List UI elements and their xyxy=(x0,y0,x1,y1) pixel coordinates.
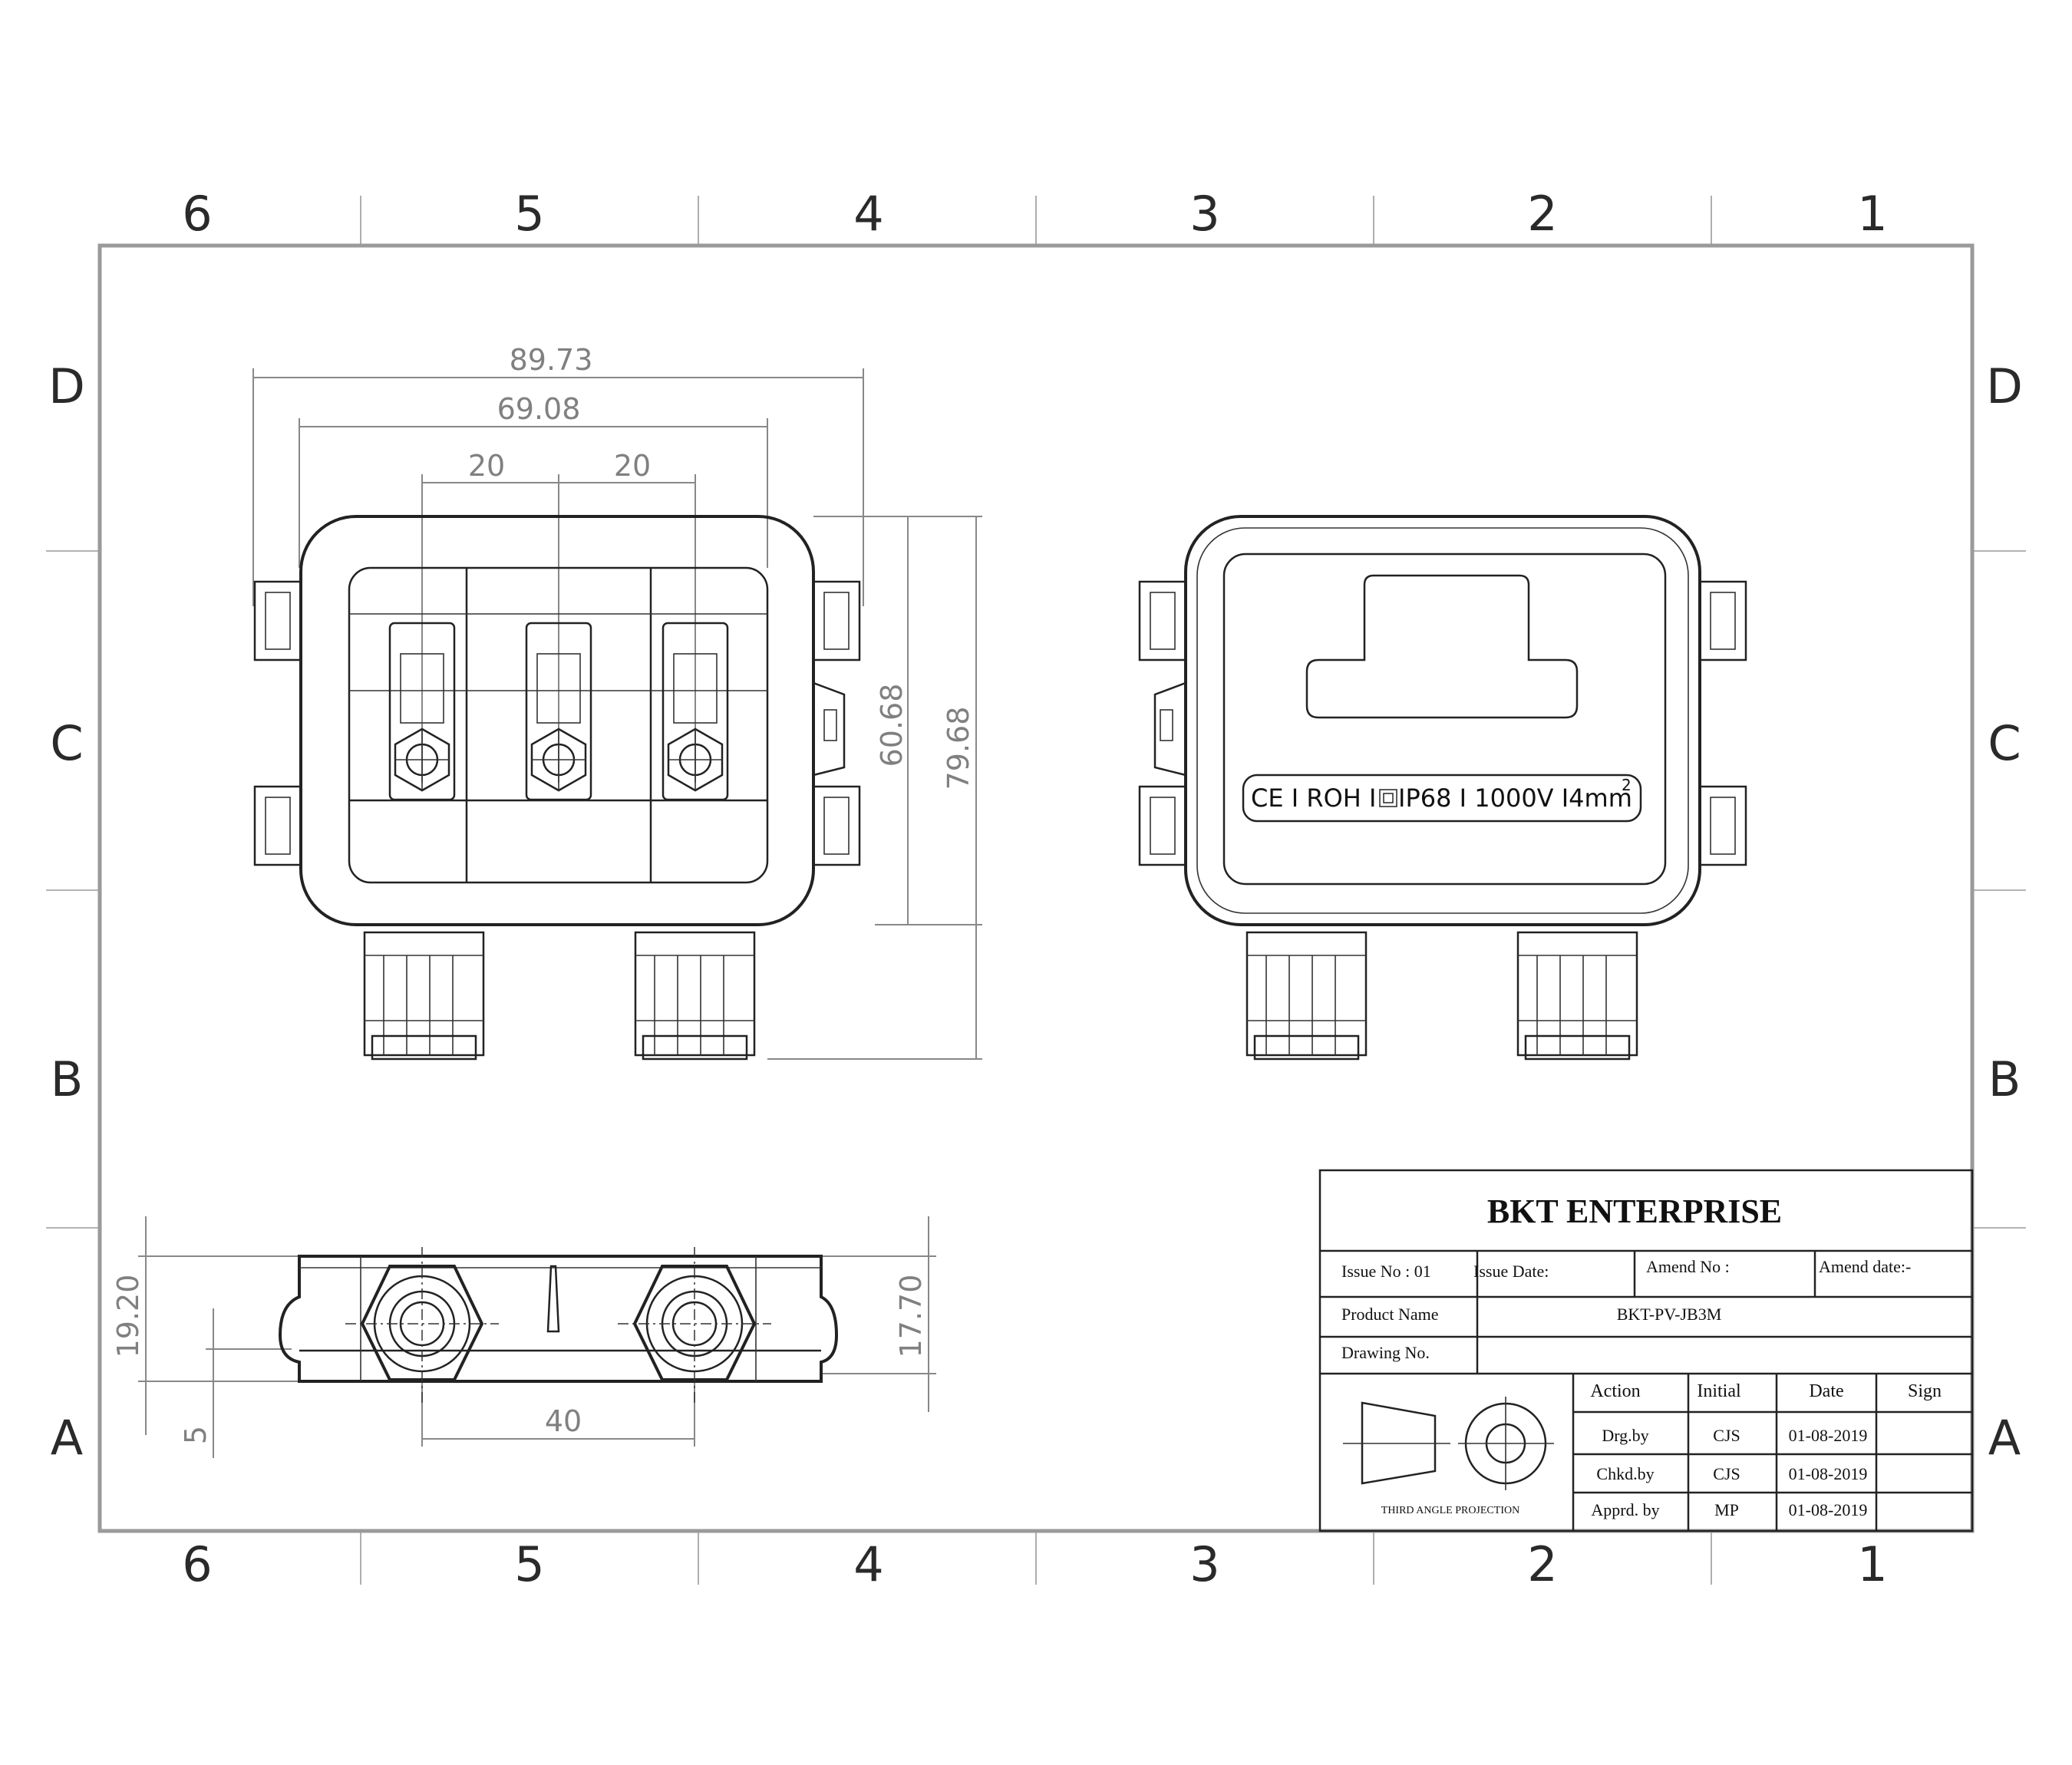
cable-gland-lid-right xyxy=(1516,931,1638,1061)
zone-label-a: A xyxy=(51,1410,83,1466)
header-initial: Initial xyxy=(1697,1381,1741,1401)
label-plate xyxy=(1242,774,1642,823)
amend-date: Amend date:- xyxy=(1819,1257,1911,1276)
issue-no: Issue No : 01 xyxy=(1341,1262,1431,1281)
dim-side-height-right: 17.70 xyxy=(894,1275,928,1358)
zone-label-b: B xyxy=(51,1051,84,1107)
zone-label-4: 4 xyxy=(853,186,883,242)
dim-base-offset: 5 xyxy=(179,1426,213,1444)
zone-label-d: D xyxy=(48,358,85,414)
projection-symbol-icon xyxy=(1343,1397,1554,1490)
dim-gland-spacing: 40 xyxy=(545,1404,582,1438)
gland-nut-side-left xyxy=(345,1247,499,1404)
zone-label-3-bottom: 3 xyxy=(1189,1536,1219,1592)
label-plate-rating: IP68 I 1000V I4mm xyxy=(1398,784,1632,813)
zone-label-a-right: A xyxy=(1988,1410,2021,1466)
row-apprd-action: Apprd. by xyxy=(1591,1500,1659,1519)
cable-gland-front-left xyxy=(363,931,485,1061)
zone-label-2-bottom: 2 xyxy=(1527,1536,1557,1592)
header-action: Action xyxy=(1590,1381,1640,1401)
mounting-clips-front xyxy=(253,580,861,866)
zone-label-b-right: B xyxy=(1988,1051,2021,1107)
zone-row-labels-left: D C B A xyxy=(48,358,85,1466)
company-name: BKT ENTERPRISE xyxy=(1487,1193,1782,1230)
zone-column-labels-bottom: 6 5 4 3 2 1 xyxy=(182,1536,1887,1592)
zone-label-3: 3 xyxy=(1189,186,1219,242)
cable-gland-front-right xyxy=(634,931,756,1061)
label-plate-ce: CE I ROH I xyxy=(1251,784,1376,813)
zone-row-labels-right: D C B A xyxy=(1986,358,2023,1466)
dimension-lines-side xyxy=(138,1216,936,1458)
zone-column-labels-top: 6 5 4 3 2 1 xyxy=(182,186,1887,242)
label-plate-superscript: 2 xyxy=(1622,776,1632,794)
dim-overall-width: 89.73 xyxy=(510,343,593,377)
row-apprd-date: 01-08-2019 xyxy=(1789,1500,1868,1519)
zone-label-5-bottom: 5 xyxy=(514,1536,544,1592)
terminal-3 xyxy=(662,622,729,801)
side-view: 19.20 5 17.70 40 xyxy=(111,1216,936,1458)
header-date: Date xyxy=(1809,1381,1843,1401)
zone-label-d-right: D xyxy=(1986,358,2023,414)
row-drg-date: 01-08-2019 xyxy=(1789,1426,1868,1445)
product-name: BKT-PV-JB3M xyxy=(1617,1305,1722,1324)
terminal-1 xyxy=(388,622,456,801)
row-drg-initial: CJS xyxy=(1713,1426,1740,1445)
front-view-lid: CE I ROH I IP68 I 1000V I4mm 2 xyxy=(1138,515,1747,1061)
front-view-open: 89.73 69.08 20 20 60.68 79.68 xyxy=(252,343,982,1061)
zone-label-c-right: C xyxy=(1988,715,2021,771)
amend-no: Amend No : xyxy=(1646,1257,1730,1276)
zone-label-c: C xyxy=(50,715,83,771)
dim-pitch-right: 20 xyxy=(614,449,651,483)
zone-label-4-bottom: 4 xyxy=(853,1536,883,1592)
zone-label-6: 6 xyxy=(182,186,212,242)
plate-symbol-icon xyxy=(1379,789,1397,807)
product-name-label: Product Name xyxy=(1341,1305,1438,1324)
issue-date: Issue Date: xyxy=(1473,1262,1549,1281)
projection-label: THIRD ANGLE PROJECTION xyxy=(1381,1505,1519,1516)
zone-label-2: 2 xyxy=(1527,186,1557,242)
gland-nut-side-right xyxy=(618,1247,771,1404)
header-sign: Sign xyxy=(1908,1381,1942,1401)
cable-gland-lid-left xyxy=(1246,931,1368,1061)
dim-side-height-left: 19.20 xyxy=(111,1275,145,1358)
zone-label-1: 1 xyxy=(1857,186,1887,242)
sheet-border xyxy=(46,196,2026,1585)
row-apprd-initial: MP xyxy=(1714,1500,1739,1519)
row-chkd-action: Chkd.by xyxy=(1596,1464,1654,1483)
row-chkd-date: 01-08-2019 xyxy=(1789,1464,1868,1483)
dim-inner-width: 69.08 xyxy=(497,392,581,426)
terminal-2 xyxy=(525,622,592,801)
zone-label-5: 5 xyxy=(514,186,544,242)
drawing-no-label: Drawing No. xyxy=(1341,1343,1430,1362)
mounting-clips-lid xyxy=(1138,580,1747,866)
dim-overall-height: 79.68 xyxy=(942,707,975,790)
zone-label-1-bottom: 1 xyxy=(1857,1536,1887,1592)
dim-pitch-left: 20 xyxy=(468,449,505,483)
dim-body-height: 60.68 xyxy=(875,684,909,767)
zone-label-6-bottom: 6 xyxy=(182,1536,212,1592)
row-chkd-initial: CJS xyxy=(1713,1464,1740,1483)
row-drg-action: Drg.by xyxy=(1602,1426,1648,1445)
title-block: BKT ENTERPRISE Issue No : 01 Issue Date:… xyxy=(1318,1169,1974,1532)
